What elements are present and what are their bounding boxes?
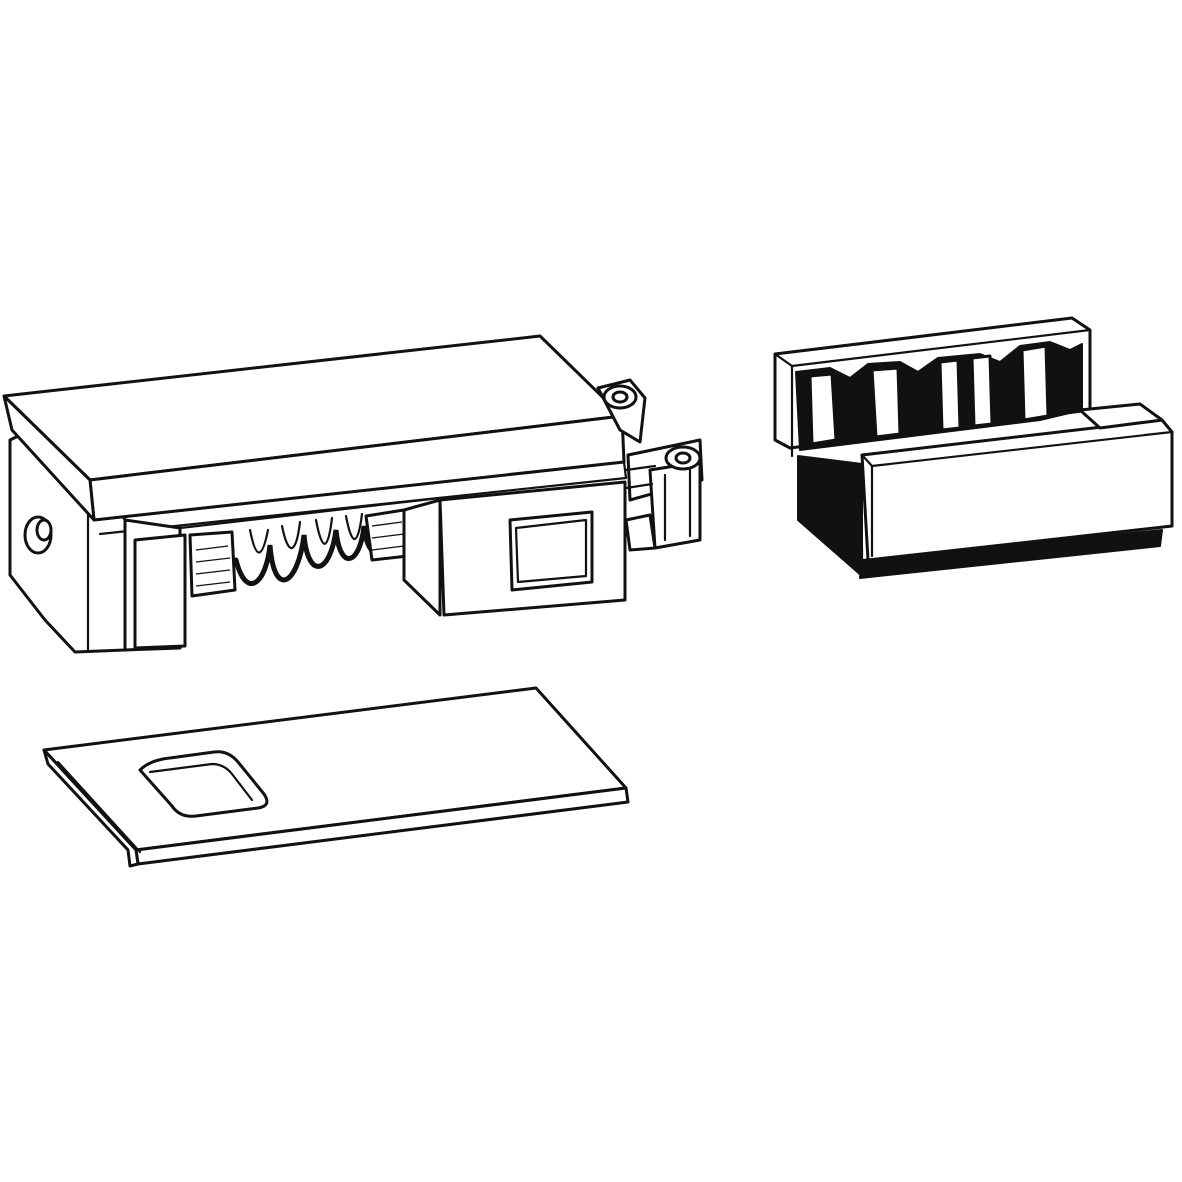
hinge-knuckle-lower — [624, 438, 704, 552]
latch-housing-assembly — [2, 334, 704, 654]
plate-slot — [138, 750, 269, 818]
strike-plate — [42, 686, 630, 868]
strike-keeper — [773, 316, 1174, 579]
latch-bolt — [402, 480, 627, 617]
lower-frame — [123, 496, 442, 652]
hinge-knuckle-upper — [596, 378, 647, 444]
coil-spring — [188, 508, 410, 598]
